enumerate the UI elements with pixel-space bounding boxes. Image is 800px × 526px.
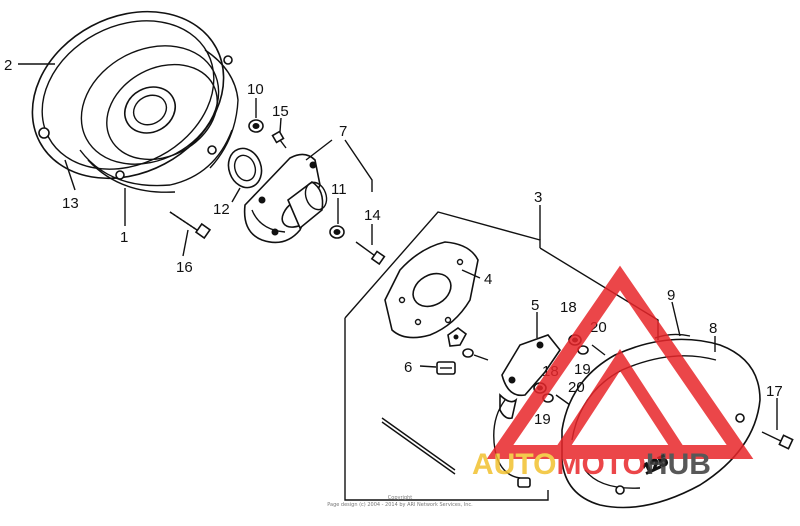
washer-part-10 (248, 119, 264, 133)
stator-plate-part-4 (384, 241, 479, 339)
callout-14: 14 (364, 207, 381, 224)
bolt-part-15 (271, 130, 287, 149)
callout-2: 2 (4, 57, 12, 74)
base-plate-part-7 (243, 153, 328, 244)
callout-5: 5 (531, 297, 539, 314)
callout-3: 3 (534, 189, 542, 206)
callout-19-upper: 19 (574, 361, 591, 378)
callout-20-lower: 20 (568, 379, 585, 396)
screw-part-20-upper (591, 344, 606, 356)
housing-part-1 (31, 10, 239, 193)
callout-7: 7 (339, 123, 347, 140)
callout-1: 1 (120, 229, 128, 246)
copyright-line-1: Copyright (388, 495, 412, 501)
callout-11: 11 (331, 181, 347, 198)
callout-18-upper: 18 (560, 299, 577, 316)
callout-13: 13 (62, 195, 79, 212)
felt-block-part-6 (436, 361, 456, 375)
callout-16: 16 (176, 259, 193, 276)
callout-17: 17 (766, 383, 783, 400)
watermark-triangle-inner (548, 349, 692, 458)
cam-bracket (447, 327, 468, 347)
breaker-points-part-5 (499, 334, 561, 420)
callout-9: 9 (667, 287, 675, 304)
screw-part-20-lower (555, 394, 571, 406)
callout-6: 6 (404, 359, 412, 376)
bolt-part-14 (355, 241, 386, 266)
washer-part-11 (329, 225, 345, 239)
bolt-part-17 (761, 431, 794, 450)
callout-19-lower: 19 (534, 411, 551, 428)
watermark-text: AUTOMOTOHUB (472, 448, 711, 481)
copyright-line-2: Page design (c) 2004 - 2014 by ARI Netwo… (327, 502, 473, 508)
oil-seal-part-12 (227, 147, 263, 189)
screw-near-part-5 (462, 348, 489, 361)
bolt-part-16 (169, 211, 212, 240)
callout-8: 8 (709, 320, 717, 337)
callout-10: 10 (247, 81, 264, 98)
automotohub-watermark-logo: AUTOMOTOHUB (472, 265, 754, 481)
callout-12: 12 (213, 201, 230, 218)
copyright-notice: Copyright Page design (c) 2004 - 2014 by… (327, 495, 473, 508)
callout-4: 4 (484, 271, 492, 288)
callout-15: 15 (272, 103, 289, 120)
leader-lines (18, 63, 778, 430)
